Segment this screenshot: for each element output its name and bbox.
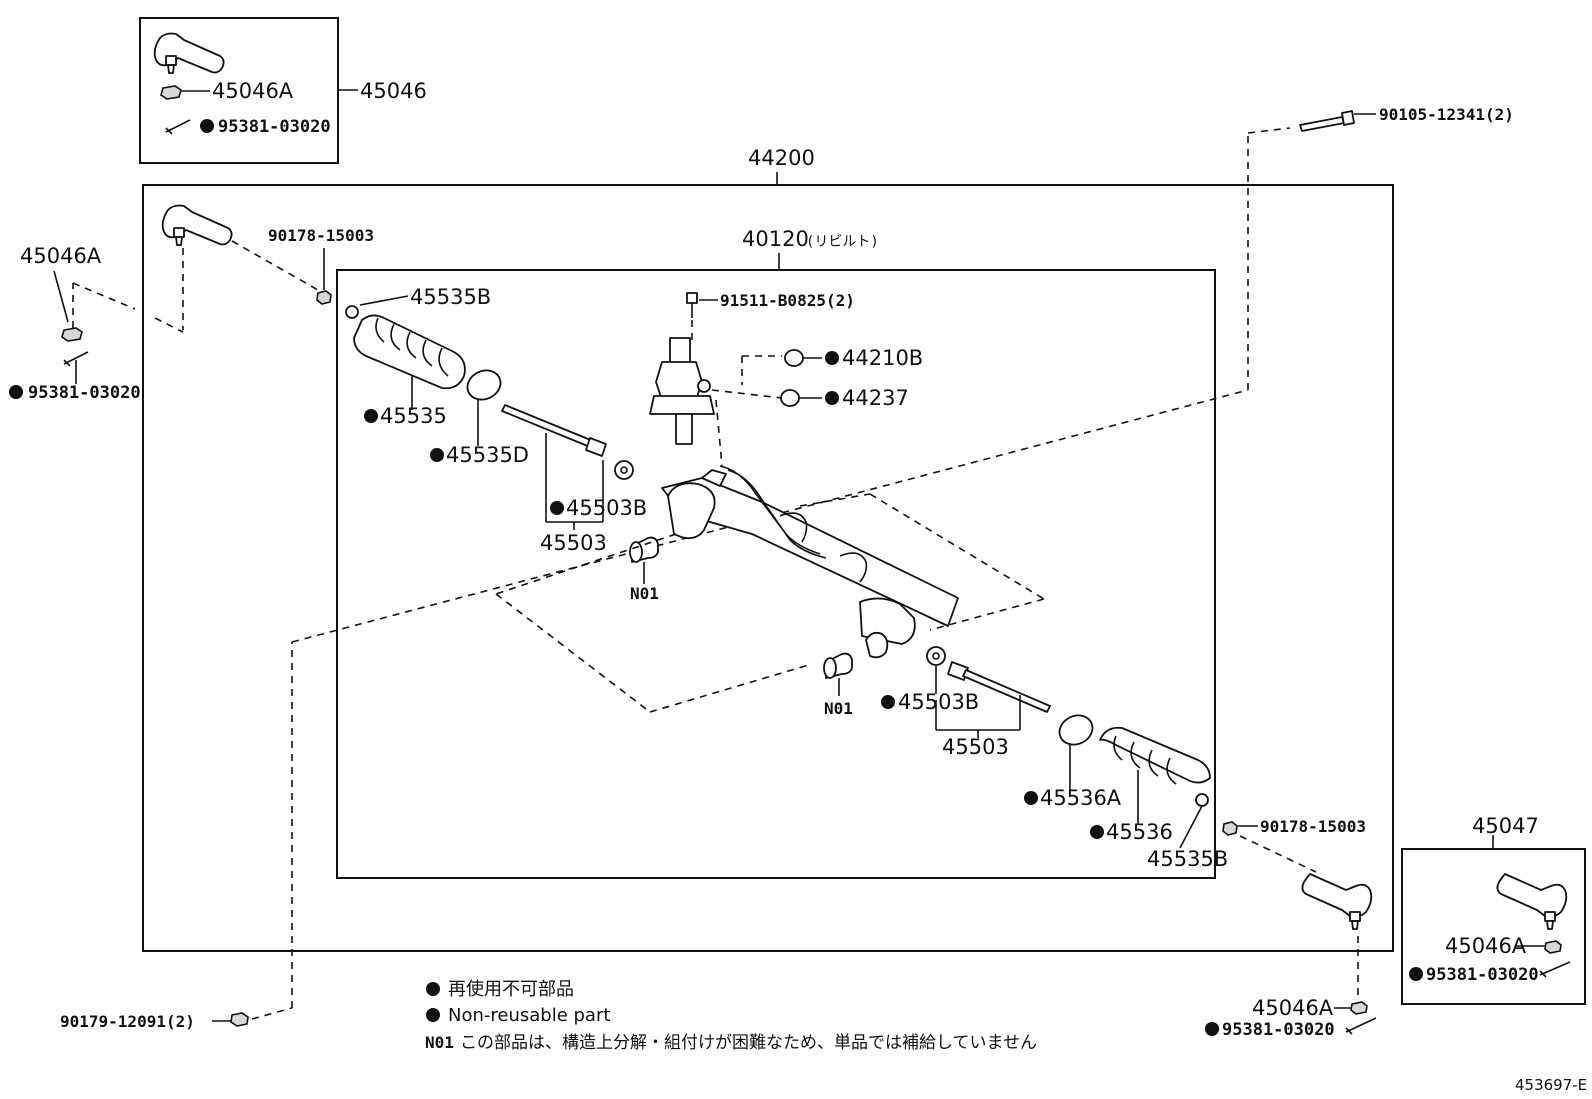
label-40120-suffix: (リビルト) xyxy=(806,234,879,250)
label-45535B-bottom: 45535B xyxy=(1147,847,1228,871)
non-reusable-dot xyxy=(1409,967,1423,981)
non-reusable-dot xyxy=(1090,825,1104,839)
label-95381-right: 95381-03020 xyxy=(1222,1020,1335,1040)
label-45503B-right: 45503B xyxy=(898,690,979,714)
nut-icon xyxy=(1350,1001,1368,1015)
non-reusable-dot xyxy=(9,385,23,399)
nut-icon xyxy=(316,290,332,305)
legend-en: Non-reusable part xyxy=(448,1005,610,1026)
washer-icon xyxy=(614,460,634,480)
label-45536A: 45536A xyxy=(1040,786,1122,810)
label-45503-left: 45503 xyxy=(540,531,607,555)
nut-icon xyxy=(1222,821,1238,836)
rack-40120-box xyxy=(336,269,1216,879)
legend-ja: 再使用不可部品 xyxy=(448,979,574,1000)
label-45046A-left: 45046A xyxy=(20,244,102,268)
seal-icon xyxy=(780,389,800,407)
cotter-pin-icon xyxy=(1539,961,1571,978)
label-95381-kit45047: 95381-03020 xyxy=(1426,965,1539,985)
non-reusable-dot xyxy=(550,501,564,515)
label-44237: 44237 xyxy=(842,386,909,410)
nut-icon xyxy=(61,327,83,342)
clamp-ring-icon xyxy=(466,369,502,401)
tie-rod-end-icon xyxy=(161,204,233,246)
clamp-icon xyxy=(345,305,359,319)
clamp-ring-icon xyxy=(1058,714,1094,746)
legend-n01-text: この部品は、構造上分解・組付けが困難なため、単品では補給していません xyxy=(460,1033,1037,1053)
label-95381-kit: 95381-03020 xyxy=(218,117,331,137)
non-reusable-dot xyxy=(430,448,444,462)
boot-icon xyxy=(1099,726,1211,785)
cotter-pin-icon xyxy=(165,119,191,135)
washer-icon xyxy=(926,646,946,666)
valve-housing-icon xyxy=(649,337,715,445)
label-45046A-kit: 45046A xyxy=(212,79,294,103)
tie-rod-end-icon xyxy=(1301,873,1373,930)
legend-n01-code: N01 xyxy=(425,1033,454,1052)
non-reusable-dot xyxy=(1024,791,1038,805)
nut-icon xyxy=(160,85,182,100)
rack-housing-icon xyxy=(661,465,959,659)
tie-rod-icon xyxy=(501,404,607,457)
non-reusable-dot xyxy=(881,695,895,709)
non-reusable-dot xyxy=(364,409,378,423)
non-reusable-dot xyxy=(825,351,839,365)
tie-rod-end-icon xyxy=(1496,873,1568,930)
label-45536: 45536 xyxy=(1106,820,1173,844)
label-90179: 90179-12091(2) xyxy=(60,1012,195,1031)
cotter-pin-icon xyxy=(63,351,89,367)
figure-id: 453697-E xyxy=(1515,1076,1587,1094)
label-90178-right: 90178-15003 xyxy=(1260,817,1366,836)
tie-rod-icon xyxy=(947,661,1051,713)
label-N01-right: N01 xyxy=(824,699,853,718)
bolt-icon xyxy=(230,1012,249,1027)
label-90178-left: 90178-15003 xyxy=(268,226,374,245)
label-45535D: 45535D xyxy=(446,443,529,467)
non-reusable-dot xyxy=(825,391,839,405)
label-44200: 44200 xyxy=(748,146,815,170)
label-45046A-right: 45046A xyxy=(1252,996,1334,1020)
label-44210B: 44210B xyxy=(842,346,923,370)
label-45535B-top: 45535B xyxy=(410,285,491,309)
bushing-icon xyxy=(629,536,659,563)
legend-dot-ja xyxy=(426,982,440,996)
bolt-icon xyxy=(686,292,698,318)
label-40120: 40120 xyxy=(742,227,809,251)
label-90105: 90105-12341(2) xyxy=(1379,105,1514,124)
label-45535: 45535 xyxy=(380,404,447,428)
boot-icon xyxy=(353,314,466,390)
bushing-icon xyxy=(823,652,853,679)
non-reusable-dot xyxy=(1205,1022,1219,1036)
label-45046A-kit45047: 45046A xyxy=(1445,934,1527,958)
cotter-pin-icon xyxy=(1345,1017,1377,1035)
assembly-44200-box xyxy=(142,184,1394,952)
nut-icon xyxy=(1544,940,1562,954)
seal-icon xyxy=(784,349,804,367)
label-45047: 45047 xyxy=(1472,814,1539,838)
label-91511: 91511-B0825(2) xyxy=(720,291,855,310)
label-95381-left: 95381-03020 xyxy=(28,383,141,403)
legend-dot-en xyxy=(426,1008,440,1022)
bolt-icon xyxy=(1299,110,1355,132)
non-reusable-dot xyxy=(200,119,214,133)
label-45503-right: 45503 xyxy=(942,735,1009,759)
label-45503B-left: 45503B xyxy=(566,496,647,520)
tie-rod-end-icon xyxy=(153,32,225,74)
clamp-icon xyxy=(1195,793,1209,807)
label-N01-left: N01 xyxy=(630,584,659,603)
label-45046: 45046 xyxy=(360,79,427,103)
